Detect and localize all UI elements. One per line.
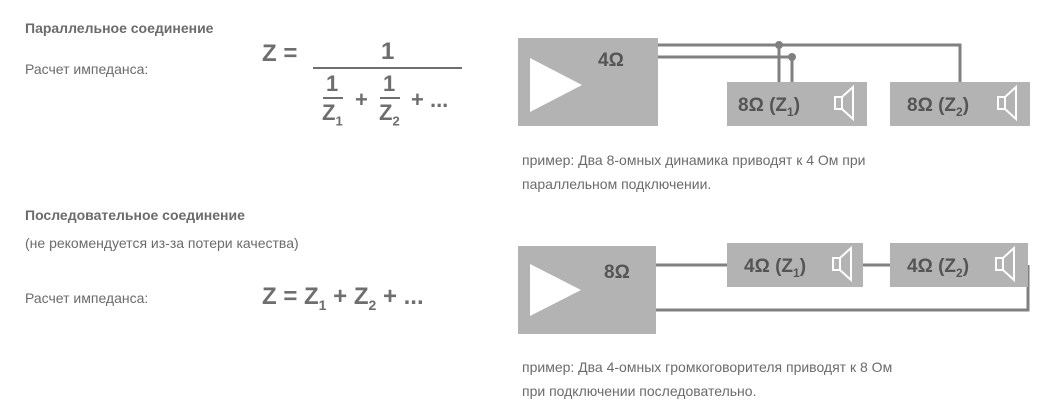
parallel-speaker-1: [727, 82, 867, 126]
series-impedance-label: Расчет импеданса:: [25, 290, 149, 306]
parallel-formula-lhs: Z =: [262, 40, 298, 67]
parallel-speaker-1-label: 8Ω (Z1): [738, 95, 800, 119]
parallel-formula-term1-bar: [323, 97, 343, 99]
series-heading: Последовательное соединение: [25, 207, 245, 223]
parallel-impedance-label: Расчет импеданса:: [25, 61, 149, 77]
parallel-amplifier-label: 4Ω: [598, 50, 624, 71]
parallel-caption: пример: Два 8-омных динамика приводят к …: [522, 152, 866, 192]
series-caption: пример: Два 4-омных громкоговорителя при…: [522, 359, 893, 399]
parallel-speaker-2-speaker-icon: [997, 84, 1017, 122]
parallel-junction-2: [788, 53, 796, 61]
parallel-wires: [658, 43, 962, 82]
series-note: (не рекомендуется из-за потери качества): [25, 235, 299, 251]
parallel-formula-term2-numerator: 1: [383, 71, 396, 96]
series-speaker-2-speaker-icon: [995, 245, 1015, 283]
parallel-formula-term1-numerator: 1: [326, 71, 339, 96]
parallel-formula-plus: +: [355, 87, 368, 112]
parallel-formula-fraction-bar: [313, 67, 462, 69]
parallel-formula-numerator: 1: [381, 38, 395, 65]
parallel-formula-tail: + ...: [411, 87, 449, 112]
parallel-formula-term1-denominator: Z1: [322, 100, 343, 129]
parallel-heading: Параллельное соединение: [25, 20, 214, 36]
series-amplifier-label: 8Ω: [604, 262, 630, 283]
series-amplifier-triangle-icon: [530, 264, 581, 316]
parallel-speaker-2: [890, 82, 1030, 126]
parallel-speaker-2-label: 8Ω (Z2): [907, 95, 969, 119]
parallel-junction-1: [775, 41, 783, 49]
series-speaker-2: [890, 243, 1028, 287]
parallel-speaker-1-speaker-icon: [834, 84, 854, 122]
series-formula: Z = Z1 + Z2 + ...: [262, 283, 424, 313]
series-speaker-1-speaker-icon: [832, 245, 852, 283]
parallel-formula-term2-bar: [380, 97, 400, 99]
series-speaker-1-label: 4Ω (Z1): [744, 256, 806, 280]
parallel-amplifier-triangle-icon: [530, 58, 582, 112]
parallel-formula-term2-denominator: Z2: [379, 100, 400, 129]
series-speaker-2-label: 4Ω (Z2): [907, 256, 969, 280]
